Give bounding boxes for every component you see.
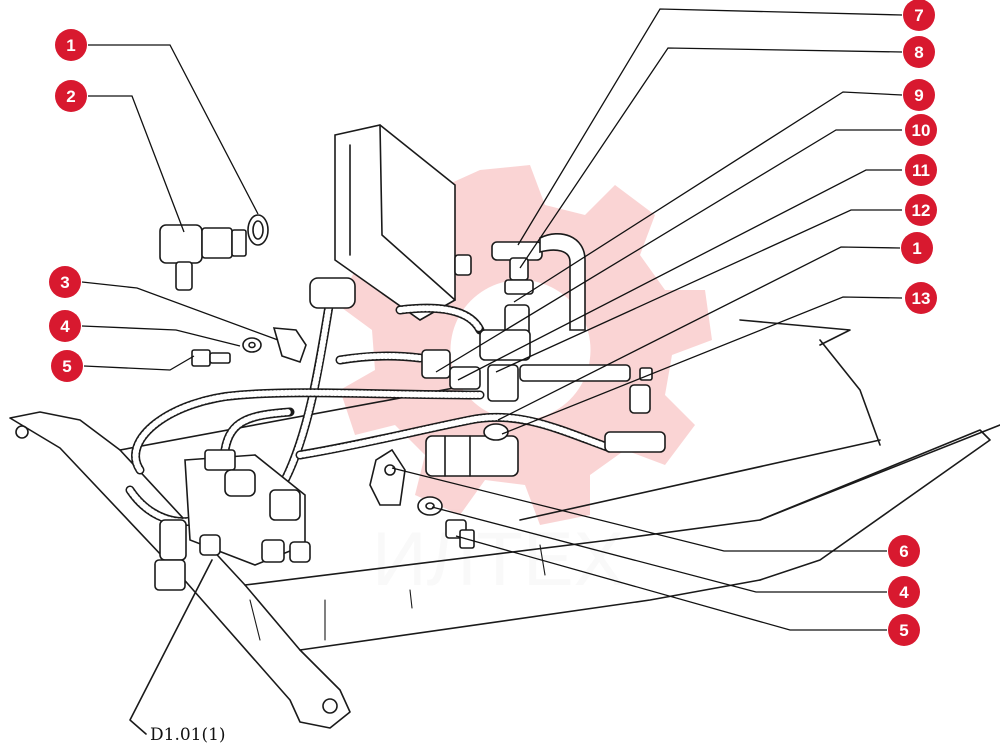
watermark-text: ИЛТЕХ	[372, 517, 624, 602]
callout-number: 13	[912, 289, 931, 308]
callout-13: 13	[905, 282, 937, 314]
callout-badge	[49, 310, 81, 342]
callout-badge	[903, 36, 935, 68]
callout-3: 3	[49, 266, 81, 298]
part-6-bracket	[369, 448, 406, 506]
diagram-reference-label: D1.01(1)	[150, 725, 226, 745]
leader-line-5	[83, 355, 195, 371]
leader-line-1	[88, 44, 259, 215]
callout-badge	[55, 80, 87, 112]
callout-number: 2	[66, 87, 75, 106]
callout-number: 1	[66, 36, 75, 55]
part-2-elbow-fitting	[159, 224, 247, 291]
part-5-bolt	[191, 349, 231, 367]
leader-line-6	[391, 467, 887, 552]
callout-badge	[55, 29, 87, 61]
callout-11: 11	[905, 154, 937, 186]
callout-4: 4	[49, 310, 81, 342]
callout-5: 5	[888, 614, 920, 646]
leader-line-4	[81, 325, 241, 347]
leader-line-12	[495, 209, 902, 373]
callout-number: 11	[912, 161, 930, 180]
leader-line-13	[501, 296, 903, 435]
callout-12: 12	[905, 194, 937, 226]
callout-badge	[888, 614, 920, 646]
hydraulic-pump	[425, 423, 519, 477]
callout-number: 3	[60, 273, 69, 292]
callout-badge	[905, 282, 937, 314]
control-valve-block	[154, 449, 311, 591]
part-4-washer-lower	[417, 496, 443, 516]
callout-6: 6	[888, 535, 920, 567]
callout-9: 9	[903, 79, 935, 111]
callout-leader-lines	[81, 8, 903, 631]
callout-4: 4	[888, 576, 920, 608]
leader-line-5	[455, 535, 887, 631]
callout-1: 1	[55, 29, 87, 61]
callout-10: 10	[905, 114, 937, 146]
callout-number: 8	[914, 43, 923, 62]
callout-badge	[905, 114, 937, 146]
leader-line-3	[81, 281, 279, 341]
callout-2: 2	[55, 80, 87, 112]
frame-structure	[9, 319, 1000, 729]
callout-number: 4	[60, 317, 70, 336]
part-3-clamp	[272, 327, 307, 364]
leader-line-11	[457, 169, 902, 381]
leader-line-10	[435, 129, 902, 373]
part-5-bolt-lower	[445, 519, 475, 549]
callout-number: 10	[912, 121, 931, 140]
callout-number: 12	[912, 201, 931, 220]
leader-line-2	[88, 95, 185, 233]
hose-lines	[125, 295, 615, 527]
leader-line-7	[517, 8, 903, 246]
callout-number: 5	[62, 357, 71, 376]
callout-number: 9	[914, 86, 923, 105]
callout-7: 7	[903, 0, 935, 31]
callout-badge	[49, 266, 81, 298]
callout-badge	[51, 350, 83, 382]
diagram-reference: D1.01(1)	[129, 559, 226, 745]
callout-badge	[905, 154, 937, 186]
callout-8: 8	[903, 36, 935, 68]
callout-badge	[888, 535, 920, 567]
hydraulic-tank	[334, 124, 456, 321]
callout-badge	[905, 194, 937, 226]
callout-badge	[903, 0, 935, 31]
callout-5: 5	[51, 350, 83, 382]
callout-number: 5	[899, 621, 908, 640]
part-4-washer	[242, 337, 262, 353]
part-1-seal-ring	[247, 214, 269, 246]
callout-badge	[888, 576, 920, 608]
callout-number: 1	[912, 239, 921, 258]
fitting-cluster	[309, 233, 666, 453]
callout-1: 1	[901, 232, 933, 264]
leader-line-1	[497, 246, 901, 421]
callout-number: 4	[899, 583, 909, 602]
callout-badge	[903, 79, 935, 111]
leader-line-4	[431, 506, 887, 593]
callout-number: 7	[914, 6, 923, 25]
callout-number: 6	[899, 542, 908, 561]
callout-badge	[901, 232, 933, 264]
leader-line-9	[513, 91, 903, 303]
leader-line-8	[519, 47, 903, 269]
